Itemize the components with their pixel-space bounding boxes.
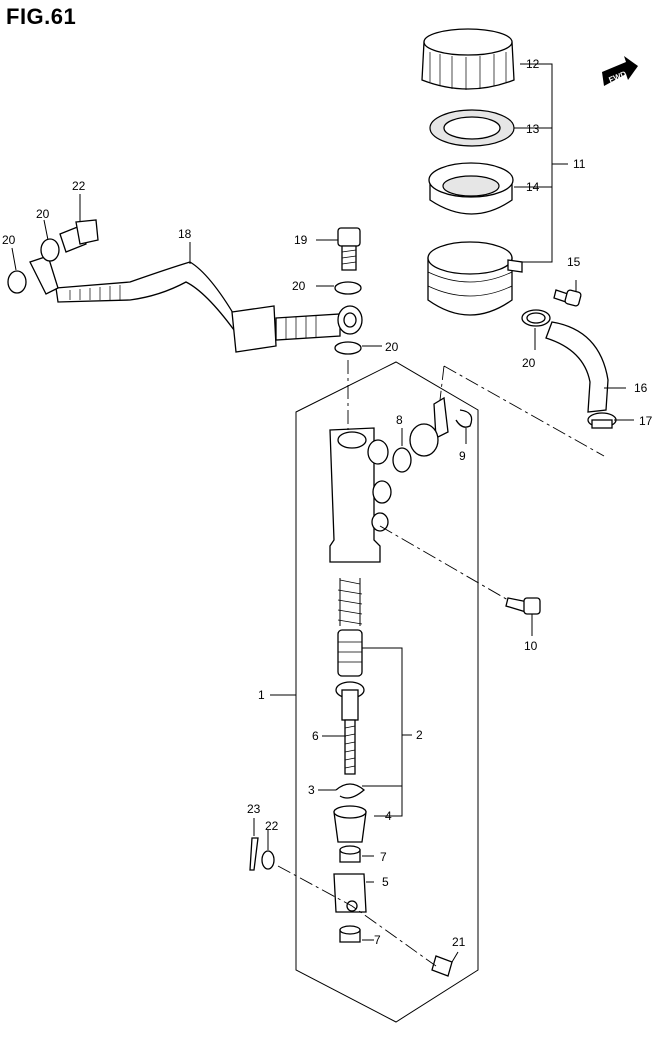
callout-label: 7: [380, 850, 387, 864]
return-spring: [337, 578, 363, 626]
nut-upper: [339, 845, 361, 863]
callout-label: 6: [312, 729, 319, 743]
push-rod: [335, 681, 365, 775]
callout-label: 14: [526, 180, 540, 194]
reservoir-hose: [545, 321, 609, 413]
callout-label: 4: [385, 809, 392, 823]
callout-label: 12: [526, 57, 540, 71]
circlip-piston: [335, 783, 365, 799]
washer-left-inner: [40, 238, 60, 262]
callout-label: 22: [72, 179, 86, 193]
assembly-outline: [295, 361, 479, 1023]
reservoir-diaphragm: [428, 162, 514, 215]
mounting-bolt: [505, 597, 541, 615]
callout-label: 2: [416, 728, 423, 742]
washer-left-outer: [7, 270, 27, 294]
hose-clamp-lower: [587, 412, 617, 429]
callout-label: 3: [308, 783, 315, 797]
piston: [337, 629, 363, 677]
dust-boot: [333, 805, 367, 843]
callout-label: 7: [374, 933, 381, 947]
reservoir-cap: [421, 28, 515, 90]
callout-label: 20: [385, 340, 399, 354]
callout-label: 21: [452, 935, 466, 949]
circlip-inlet: [455, 409, 473, 428]
callout-label: 5: [382, 875, 389, 889]
clevis-pin: [431, 955, 453, 977]
leader-lines: [11, 63, 634, 963]
callout-label: 20: [522, 356, 536, 370]
master-cylinder-body: [329, 427, 392, 563]
inlet-fitting: [409, 396, 449, 457]
figure-title: FIG.61: [6, 4, 77, 29]
callout-label: 20: [292, 279, 306, 293]
callout-label: 1: [258, 688, 265, 702]
union-bolt: [337, 227, 361, 271]
callout-label: 18: [178, 227, 192, 241]
washer-pin: [261, 850, 275, 870]
reservoir-tank: [427, 241, 523, 316]
hose-clamp-upper: [521, 309, 551, 327]
washer-lower: [334, 341, 362, 355]
banjo-bolt-left: [59, 219, 99, 253]
dashed-lines: [277, 360, 605, 967]
callout-label: 22: [265, 819, 279, 833]
callout-label: 20: [36, 207, 50, 221]
callout-label: 23: [247, 802, 261, 816]
fwd-arrow-icon: FWD: [602, 56, 638, 86]
washer-upper: [334, 281, 362, 295]
callout-label: 9: [459, 449, 466, 463]
callout-label: 11: [573, 157, 586, 171]
callout-label: 13: [526, 122, 540, 136]
brake-hose: [29, 255, 363, 353]
nut-lower: [339, 925, 361, 943]
o-ring: [392, 447, 412, 473]
callout-label: 17: [639, 414, 653, 428]
callout-label: 19: [294, 233, 308, 247]
callout-label: 20: [2, 233, 16, 247]
reservoir-screw: [553, 289, 582, 307]
callout-label: 8: [396, 413, 403, 427]
callout-label: 15: [567, 255, 581, 269]
reservoir-diaphragm-plate: [429, 109, 515, 147]
cotter-pin: [249, 837, 259, 871]
callout-label: 10: [524, 639, 538, 653]
clevis: [333, 873, 367, 913]
callout-label: 16: [634, 381, 648, 395]
